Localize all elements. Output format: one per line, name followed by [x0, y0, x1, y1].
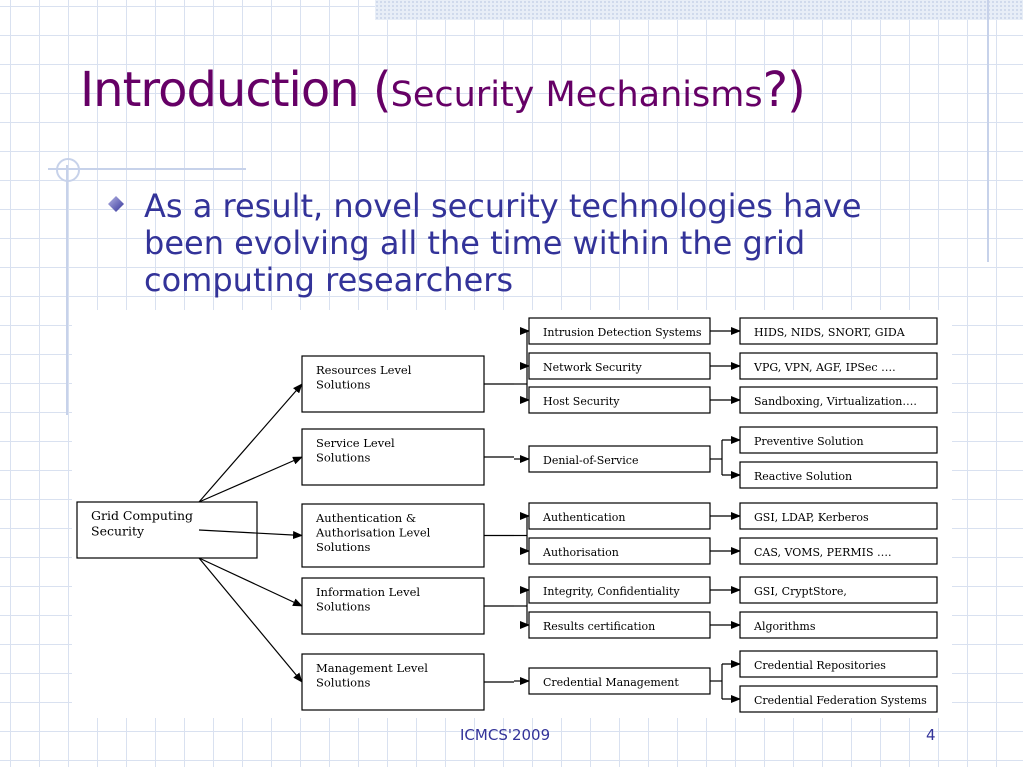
example-2-1-1-box — [739, 426, 938, 454]
example-5-1-2-label: Credential Federation Systems — [754, 694, 927, 707]
top-decorative-band — [375, 0, 1023, 20]
example-3-2-1-box — [739, 537, 938, 565]
example-5-1-2-box — [739, 685, 938, 713]
mechanism-3-2-label: Authorisation — [542, 546, 619, 559]
page-number: 4 — [926, 726, 936, 744]
example-1-1-1-label: HIDS, NIDS, SNORT, GIDA — [754, 326, 906, 339]
example-3-1-1-label: GSI, LDAP, Kerberos — [754, 511, 869, 524]
root-grid-computing-security-box — [76, 501, 258, 559]
mechanism-1-1-label: Intrusion Detection Systems — [543, 326, 702, 339]
arrow-root-to-level-3 — [198, 529, 303, 540]
footer-conference: ICMCS'2009 — [460, 726, 551, 744]
example-2-1-1-label: Preventive Solution — [754, 435, 864, 448]
decorative-vertical-line — [987, 0, 989, 262]
mechanism-4-1-label: Integrity, Confidentiality — [543, 585, 680, 598]
decorative-circle — [56, 158, 80, 182]
example-1-2-1-box — [739, 352, 938, 380]
example-4-1-1-box — [739, 576, 938, 604]
arrow-root-to-level-5 — [198, 557, 303, 683]
level-4-box — [301, 577, 485, 635]
example-2-1-2-box — [739, 461, 938, 489]
title-main: Introduction ( — [80, 62, 392, 118]
example-5-1-1-label: Credential Repositories — [754, 659, 886, 672]
slide-title: Introduction (Security Mechanisms?) — [80, 62, 806, 118]
mechanism-2-1-label: Denial-of-Service — [543, 454, 638, 467]
mechanism-4-2-label: Results certification — [543, 620, 655, 633]
arrow-root-to-level-4 — [198, 557, 303, 607]
arrow-root-to-level-2 — [198, 456, 303, 503]
example-1-2-1-label: VPG, VPN, AGF, IPSec …. — [753, 361, 896, 374]
decorative-left-line — [66, 165, 68, 415]
level-3-box — [301, 503, 485, 568]
mechanism-1-2-label: Network Security — [543, 361, 643, 374]
title-subtitle: Security Mechanisms — [390, 75, 763, 115]
example-3-1-1-box — [739, 502, 938, 530]
decorative-horizontal-line — [48, 168, 246, 170]
example-4-2-1-label: Algorithms — [753, 620, 816, 633]
example-1-3-1-box — [739, 386, 938, 414]
mechanism-5-1-label: Credential Management — [543, 676, 679, 689]
level-1-box — [301, 355, 485, 413]
mechanism-1-2-box — [528, 352, 711, 380]
mechanism-4-1-box — [528, 576, 711, 604]
title-close: ?) — [762, 62, 806, 118]
level-5-box — [301, 653, 485, 711]
example-4-2-1-box — [739, 611, 938, 639]
bullet-text: As a result, novel security technologies… — [144, 187, 862, 299]
example-5-1-1-box — [739, 650, 938, 678]
example-2-1-2-label: Reactive Solution — [754, 470, 852, 483]
example-1-1-1-box — [739, 317, 938, 345]
diamond-bullet-icon — [108, 196, 124, 212]
example-1-3-1-label: Sandboxing, Virtualization…. — [754, 395, 917, 408]
mechanism-3-1-label: Authentication — [542, 511, 625, 524]
mechanism-5-1-box — [528, 667, 711, 695]
example-3-2-1-label: CAS, VOMS, PERMIS …. — [754, 546, 892, 559]
mechanism-1-3-label: Host Security — [543, 395, 620, 408]
mechanism-2-1-box — [528, 445, 711, 473]
arrow-root-to-level-1 — [198, 383, 303, 503]
example-4-1-1-label: GSI, CryptStore, — [754, 585, 847, 598]
level-2-box — [301, 428, 485, 486]
